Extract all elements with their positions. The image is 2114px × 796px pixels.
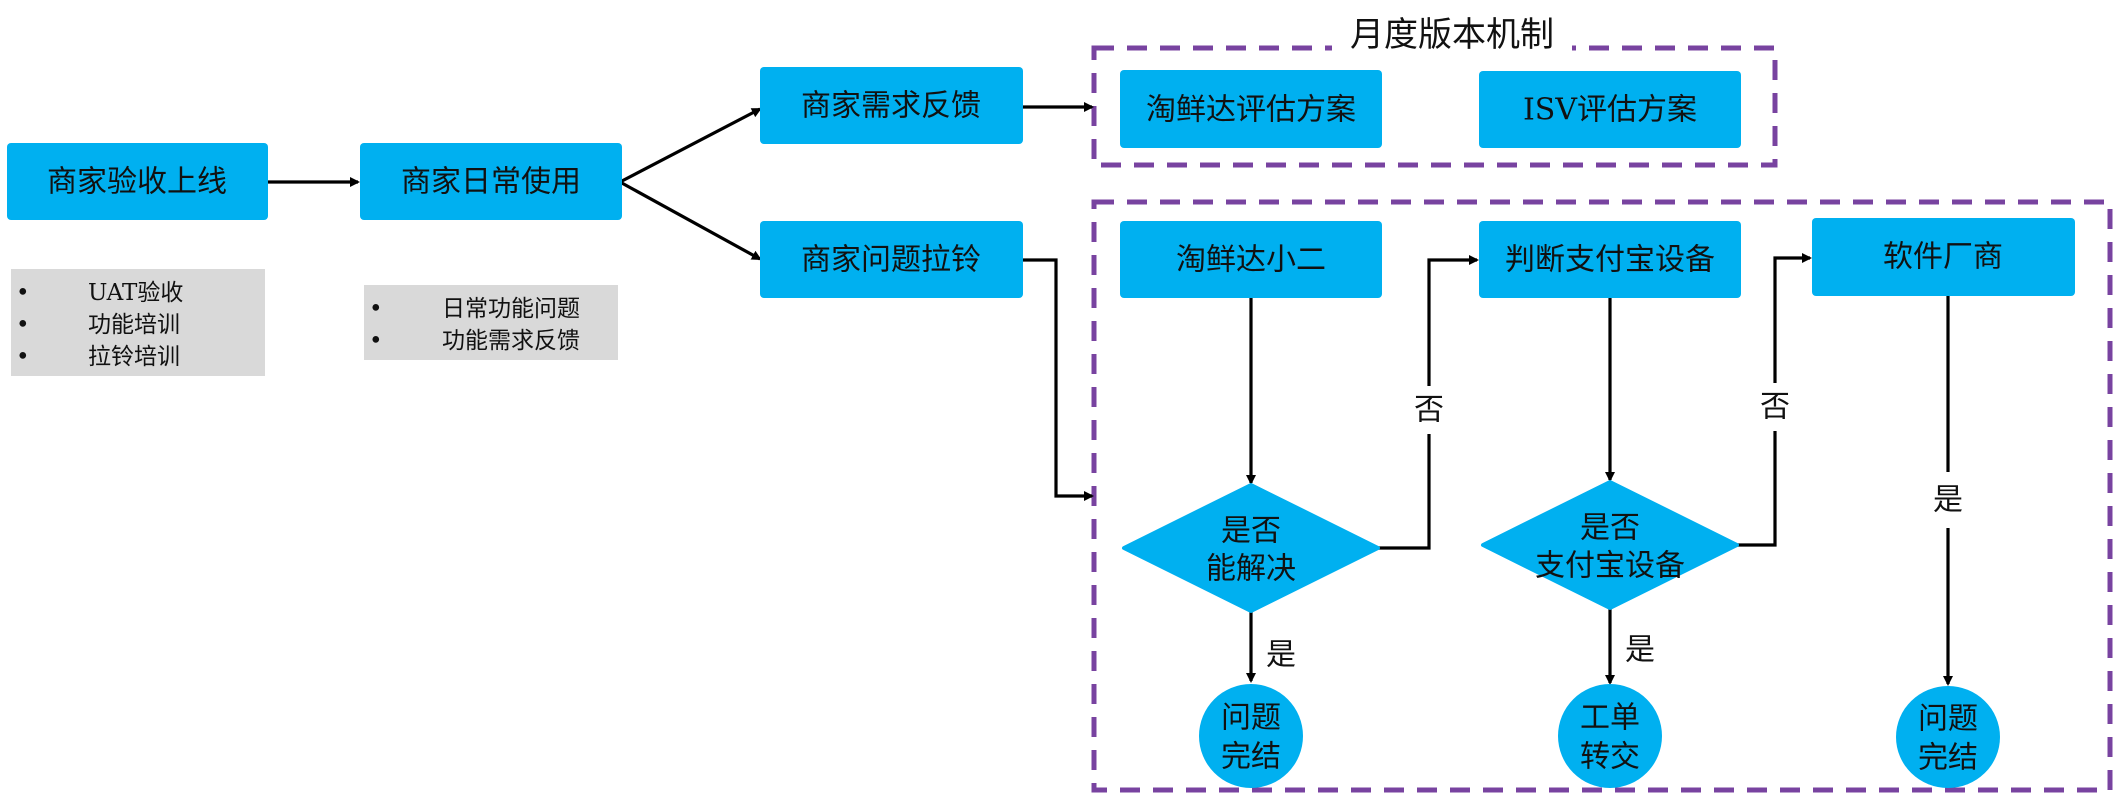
- connectors: [268, 102, 1953, 686]
- node-check-alipay-device[interactable]: 判断支付宝设备: [1479, 221, 1741, 298]
- end-resolved-2-line1: 问题: [1918, 702, 1978, 737]
- group-issue-handling-border: [1091, 199, 2113, 793]
- edge-label-alipay-no: 否: [1760, 390, 1790, 425]
- note-acceptance-item-2: 功能培训: [88, 312, 180, 338]
- note-bullet: •: [16, 280, 30, 306]
- note-daily-use-item-1: 日常功能问题: [442, 296, 580, 322]
- note-bullet: •: [16, 312, 30, 338]
- end-ticket-transfer-line1: 工单: [1580, 701, 1640, 736]
- node-merchant-issue-report[interactable]: 商家问题拉铃: [760, 221, 1023, 298]
- node-taoxianda-evaluation-label: 淘鲜达评估方案: [1146, 93, 1356, 128]
- connector-issue-report-to-issue-handling: [1023, 258, 1094, 501]
- node-isv-evaluation[interactable]: ISV评估方案: [1479, 71, 1741, 148]
- end-ticket-transfer[interactable]: 工单 转交: [1558, 684, 1662, 788]
- decision-can-solve-line1: 是否: [1221, 514, 1281, 549]
- node-merchant-daily-use-label: 商家日常使用: [401, 165, 581, 200]
- group-title-background: [1332, 20, 1572, 56]
- node-taoxianda-staff[interactable]: 淘鲜达小二: [1120, 221, 1382, 298]
- node-merchant-acceptance[interactable]: 商家验收上线: [7, 143, 268, 220]
- node-software-vendor[interactable]: 软件厂商: [1812, 218, 2075, 296]
- end-resolved-2[interactable]: 问题 完结: [1896, 686, 2000, 788]
- connector-daily-use-to-demand-feedback: [619, 107, 762, 184]
- group-monthly-release-title: 月度版本机制: [1350, 15, 1554, 55]
- decision-can-solve-line2: 能解决: [1206, 552, 1296, 587]
- edge-labels: 否 是 否 是 是: [1266, 383, 1966, 673]
- note-bullet: •: [369, 296, 383, 322]
- node-merchant-demand-feedback-label: 商家需求反馈: [801, 89, 981, 124]
- group-issue-handling: [1091, 199, 2113, 793]
- note-daily-use-item-2: 功能需求反馈: [442, 328, 580, 354]
- note-bullet: •: [369, 328, 383, 354]
- end-resolved-1-line2: 完结: [1221, 740, 1281, 775]
- group-monthly-release: 月度版本机制: [1091, 15, 1778, 168]
- node-merchant-issue-report-label: 商家问题拉铃: [801, 243, 981, 278]
- node-taoxianda-staff-label: 淘鲜达小二: [1176, 243, 1326, 278]
- end-resolved-2-line2: 完结: [1918, 741, 1978, 776]
- note-acceptance-item-1: UAT验收: [88, 280, 183, 306]
- note-acceptance-items: • UAT验收 • 功能培训 • 拉铃培训: [11, 269, 265, 376]
- node-merchant-acceptance-label: 商家验收上线: [47, 165, 227, 200]
- decision-is-alipay-device[interactable]: 是否 支付宝设备: [1481, 480, 1739, 610]
- node-merchant-demand-feedback[interactable]: 商家需求反馈: [760, 67, 1023, 144]
- note-daily-use-items: • 日常功能问题 • 功能需求反馈: [364, 285, 618, 360]
- connector-daily-use-to-issue-report: [619, 180, 762, 261]
- note-acceptance-item-3: 拉铃培训: [88, 344, 180, 370]
- decision-is-alipay-device-line1: 是否: [1580, 511, 1640, 546]
- edge-label-can-solve-yes: 是: [1266, 638, 1296, 673]
- node-check-alipay-device-label: 判断支付宝设备: [1505, 243, 1715, 278]
- decision-is-alipay-device-line2: 支付宝设备: [1535, 549, 1685, 584]
- node-merchant-daily-use[interactable]: 商家日常使用: [360, 143, 622, 220]
- decision-can-solve[interactable]: 是否 能解决: [1122, 483, 1380, 613]
- end-resolved-1[interactable]: 问题 完结: [1199, 684, 1303, 788]
- edge-label-alipay-yes: 是: [1625, 633, 1655, 668]
- node-taoxianda-evaluation[interactable]: 淘鲜达评估方案: [1120, 70, 1382, 148]
- end-resolved-1-line1: 问题: [1221, 701, 1281, 736]
- node-software-vendor-label: 软件厂商: [1883, 240, 2003, 275]
- note-bullet: •: [16, 344, 30, 370]
- node-isv-evaluation-label: ISV评估方案: [1523, 93, 1697, 128]
- edge-label-vendor-yes: 是: [1933, 483, 1963, 518]
- end-ticket-transfer-line2: 转交: [1580, 740, 1640, 775]
- edge-label-can-solve-no: 否: [1414, 393, 1444, 428]
